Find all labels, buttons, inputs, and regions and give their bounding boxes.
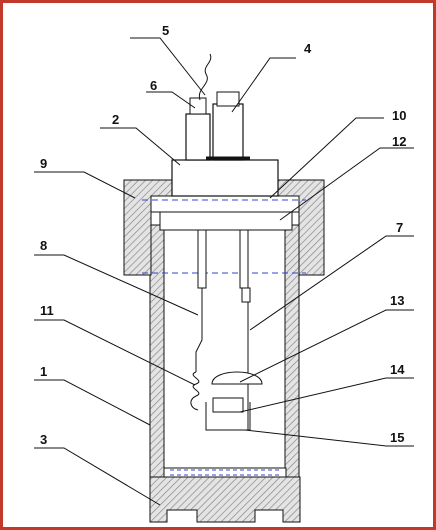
label-12: 12 [392, 134, 406, 149]
label-1: 1 [40, 364, 47, 379]
label-5: 5 [162, 23, 169, 38]
leader-6 [146, 91, 196, 109]
leader-15 [244, 429, 414, 447]
terminal-small [185, 113, 211, 161]
label-7: 7 [396, 220, 403, 235]
crucible [212, 397, 244, 413]
leader-13 [239, 309, 414, 383]
label-4: 4 [304, 41, 312, 56]
leader-11 [34, 319, 196, 386]
vessel-wall-left [149, 224, 165, 478]
terminal-small-cap [189, 97, 207, 115]
crucible-holder [205, 402, 251, 431]
leader-9 [34, 171, 136, 199]
label-11: 11 [40, 303, 54, 318]
inner-plate [159, 211, 293, 231]
crucible-cover [211, 371, 263, 385]
label-6: 6 [150, 78, 157, 93]
clip [241, 287, 251, 303]
bottom-plate [163, 467, 287, 478]
leader-7 [249, 235, 414, 331]
leader-14 [239, 377, 414, 413]
coil [190, 371, 200, 411]
base [149, 476, 301, 523]
label-14: 14 [390, 362, 405, 377]
electrode-rod-right [239, 229, 249, 289]
lead-wire-right [243, 288, 249, 430]
leader-8 [34, 254, 199, 316]
label-8: 8 [40, 238, 47, 253]
label-10: 10 [392, 108, 406, 123]
wire [198, 53, 212, 101]
top-lid [171, 159, 279, 197]
label-3: 3 [40, 432, 47, 447]
lead-wire-left [195, 288, 203, 372]
leader-5 [130, 37, 206, 96]
leader-10 [269, 117, 384, 199]
vessel-wall-right [284, 224, 300, 478]
label-13: 13 [390, 293, 404, 308]
leader-1 [34, 379, 151, 426]
leader-2 [100, 127, 181, 166]
leader-3 [34, 447, 161, 506]
label-2: 2 [112, 112, 119, 127]
terminal-large [212, 103, 244, 161]
leader-4 [231, 57, 296, 113]
electrode-rod-left [197, 229, 207, 289]
terminal-large-cap [216, 91, 240, 107]
seal-ring [150, 195, 300, 213]
label-15: 15 [390, 430, 404, 445]
label-9: 9 [40, 156, 47, 171]
leader-12 [279, 147, 414, 221]
